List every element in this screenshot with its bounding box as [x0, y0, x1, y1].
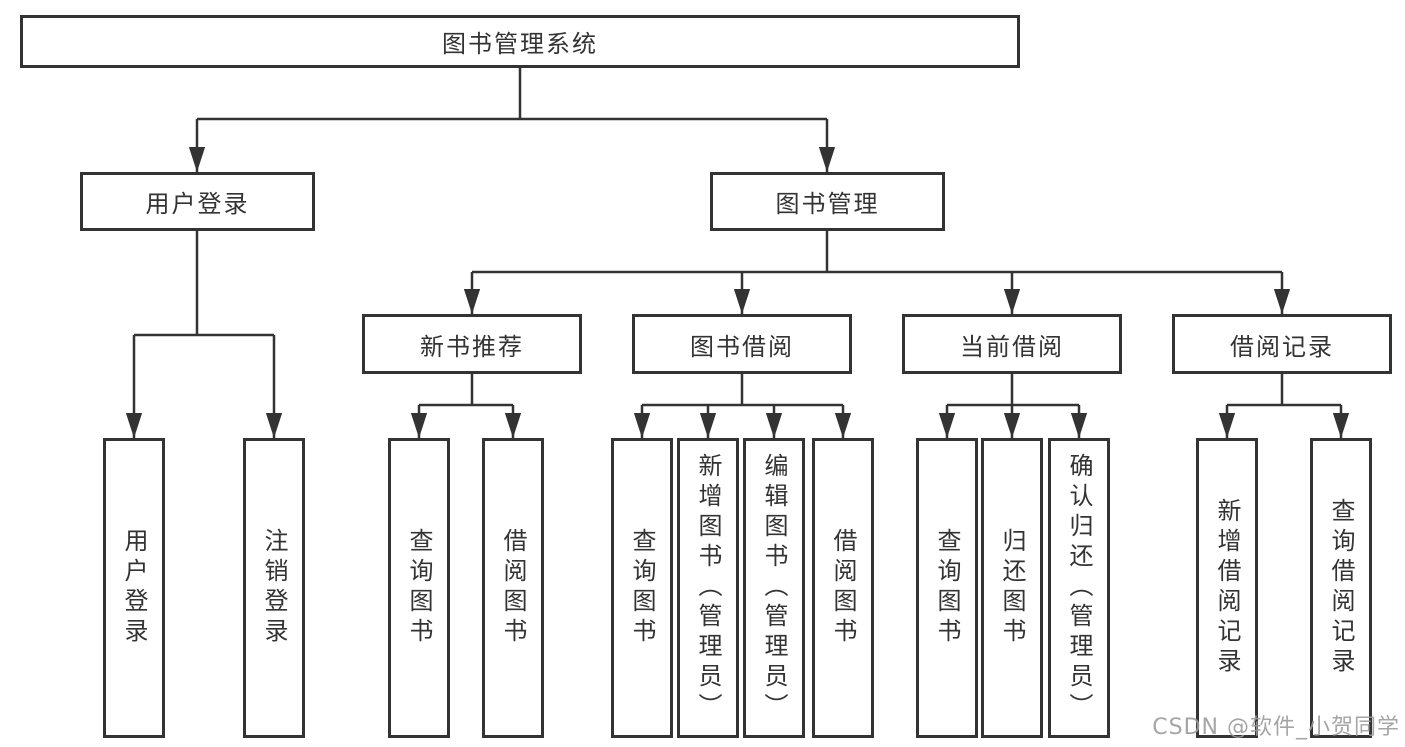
node-label: 图书管理系统	[442, 30, 598, 58]
node-library-management-system: 图书管理系统	[20, 15, 1020, 68]
leaf-borrow-books: 借阅图书	[812, 438, 874, 738]
node-label: 借阅记录	[1230, 332, 1334, 361]
node-book-management: 图书管理	[710, 172, 945, 231]
node-label: 用户登录	[145, 190, 250, 218]
node-label: 当前借阅	[960, 332, 1064, 361]
leaf-query-borrow-record: 查询借阅记录	[1310, 438, 1372, 738]
leaf-logout: 注销登录	[243, 438, 305, 738]
leaf-add-book-admin: 新增图书（管理员）	[677, 438, 739, 738]
leaf-return-books: 归还图书	[981, 438, 1043, 738]
leaf-add-borrow-record: 新增借阅记录	[1196, 438, 1258, 738]
leaf-user-login: 用户登录	[103, 438, 165, 738]
leaf-query-books-current: 查询图书	[916, 438, 978, 738]
node-label: 图书借阅	[690, 332, 794, 361]
node-borrowing-records: 借阅记录	[1172, 314, 1392, 374]
node-current-borrowing: 当前借阅	[902, 314, 1122, 374]
node-book-borrowing: 图书借阅	[632, 314, 852, 374]
node-label: 图书管理	[775, 190, 880, 218]
leaf-query-books-borrow: 查询图书	[611, 438, 673, 738]
leaf-edit-book-admin: 编辑图书（管理员）	[743, 438, 805, 738]
leaf-query-books-recommend: 查询图书	[388, 438, 450, 738]
node-new-book-recommend: 新书推荐	[362, 314, 582, 374]
leaf-borrow-books-recommend: 借阅图书	[482, 438, 544, 738]
node-label: 新书推荐	[420, 332, 524, 361]
node-user-login: 用户登录	[80, 172, 315, 231]
leaf-confirm-return-admin: 确认归还（管理员）	[1048, 438, 1110, 738]
csdn-watermark: CSDN @软件_小贺同学	[1152, 715, 1400, 740]
